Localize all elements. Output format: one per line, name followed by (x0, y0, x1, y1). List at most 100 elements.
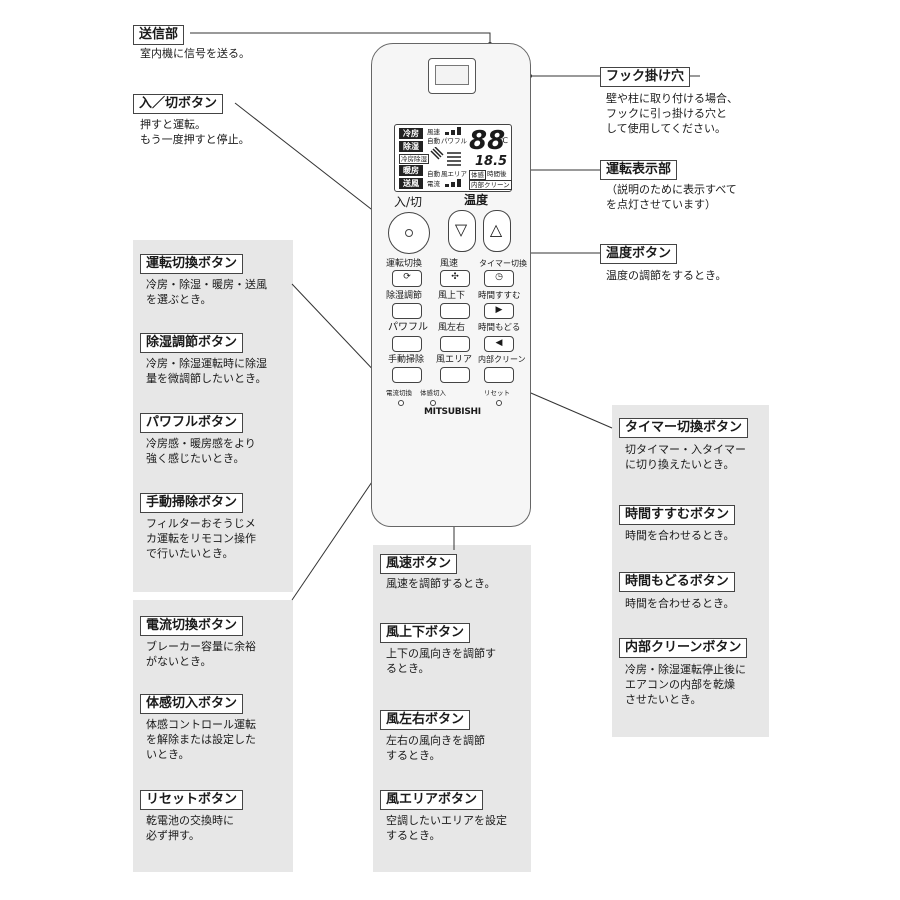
callout-title-power: 入／切ボタン (133, 94, 224, 114)
lcd-small-temp: 18.5 (475, 154, 508, 169)
taikan-hole[interactable] (430, 400, 436, 406)
fan-icon: ✣ (451, 272, 459, 282)
callout-title-leftright: 風左右ボタン (380, 710, 471, 730)
callout-title-hook: フック掛け穴 (600, 67, 691, 87)
callout-title-display: 運転表示部 (600, 160, 678, 180)
callout-desc-area: 空調したいエリアを設定 するとき。 (386, 814, 507, 842)
callout-title-transmitter: 送信部 (133, 25, 185, 45)
mode-label: 運転切換 (386, 259, 423, 269)
callout-desc-mode: 冷房・除湿・暖房・送風 を選ぶとき。 (146, 278, 267, 306)
fan-speed-button[interactable]: ✣ (440, 270, 470, 287)
callout-desc-inner-clean: 冷房・除湿運転停止後に エアコンの内部を乾燥 させたいとき。 (625, 663, 746, 706)
callout-desc-taikan: 体感コントロール運転 を解除または設定した いとき。 (146, 718, 256, 761)
callout-desc-reset: 乾電池の交換時に 必ず押す。 (146, 814, 234, 842)
callout-title-taikan: 体感切入ボタン (140, 694, 244, 714)
reset-hole[interactable] (496, 400, 502, 406)
lcd-auto: 自動 (427, 137, 440, 145)
play-right-icon: ▶ (495, 305, 503, 315)
manual-clean-button[interactable] (392, 367, 422, 383)
callout-title-manual-clean: 手動掃除ボタン (140, 493, 244, 513)
callout-desc-dehum: 冷房・除湿運転時に除湿 量を微調節したいとき。 (146, 357, 267, 385)
time-fwd-button[interactable]: ▶ (484, 303, 514, 319)
callout-desc-timer-switch: 切タイマー・入タイマー に切り換えたいとき。 (625, 443, 746, 471)
lcd-mode-dry: 除湿 (399, 141, 423, 152)
lcd-mode-fan: 送風 (399, 178, 423, 189)
callout-title-mode: 運転切換ボタン (140, 254, 244, 274)
lcd-unit: ℃ (499, 136, 508, 145)
power-label: 入/切 (394, 195, 423, 209)
brand-logo: MITSUBISHI (424, 407, 481, 417)
lcd-big-temp: 88 (469, 126, 506, 156)
leftright-label: 風左右 (438, 323, 466, 333)
callout-desc-time-back: 時間を合わせるとき。 (625, 597, 735, 610)
mode-button[interactable]: ⟳ (392, 270, 422, 287)
timer-switch-button[interactable]: ◷ (484, 270, 514, 287)
fan-bars-icon (445, 127, 465, 135)
timer-switch-label: タイマー切換 (479, 259, 527, 268)
lcd-box-clean: 内部クリーン (469, 180, 512, 190)
leftright-button[interactable] (440, 336, 470, 352)
cycle-icon: ⟳ (403, 272, 411, 282)
callout-title-time-fwd: 時間すすむボタン (619, 505, 736, 525)
lcd-timer: 時間後 (487, 170, 507, 178)
callout-title-reset: リセットボタン (140, 790, 244, 810)
current-bars-icon (445, 179, 465, 187)
powerful-button[interactable] (392, 336, 422, 352)
triangle-down-icon: ▽ (454, 220, 468, 239)
right-panel (612, 405, 769, 737)
lcd-mode-cool: 冷房 (399, 128, 423, 139)
lcd-current: 電流 (427, 180, 440, 188)
callout-title-timer-switch: タイマー切換ボタン (619, 418, 749, 438)
callout-title-powerful: パワフルボタン (140, 413, 244, 433)
callout-title-time-back: 時間もどるボタン (619, 572, 735, 592)
callout-title-inner-clean: 内部クリーンボタン (619, 638, 748, 658)
callout-title-dehum: 除湿調節ボタン (140, 333, 244, 353)
hook-hole (428, 58, 476, 94)
callout-desc-powerful: 冷房感・暖房感をより 強く感じたいとき。 (146, 437, 256, 465)
speed-label: 風速 (440, 259, 459, 269)
temp-down-button[interactable]: ▽ (448, 210, 476, 252)
airflow-icon (429, 146, 465, 169)
time-back-label: 時間もどる (478, 323, 521, 333)
dehum-label: 除湿調節 (386, 291, 423, 301)
callout-title-temp: 温度ボタン (600, 244, 678, 264)
updown-label: 風上下 (438, 291, 466, 301)
callout-desc-hook: 壁や柱に取り付ける場合、 フックに引っ掛ける穴と して使用してください。 (606, 92, 738, 135)
play-left-icon: ◀ (495, 338, 503, 348)
callout-title-updown: 風上下ボタン (380, 623, 471, 643)
updown-button[interactable] (440, 303, 470, 319)
current-switch-hole[interactable] (398, 400, 404, 406)
taikan-label: 体感切入 (420, 389, 446, 397)
callout-desc-leftright: 左右の風向きを調節 するとき。 (386, 734, 485, 762)
area-label: 風エリア (436, 355, 473, 365)
lcd-speed: 風速 (427, 128, 440, 136)
temp-up-button[interactable]: △ (483, 210, 511, 252)
callout-desc-temp: 温度の調節をするとき。 (606, 269, 727, 282)
callout-desc-fan-speed: 風速を調節するとき。 (386, 577, 496, 590)
time-back-button[interactable]: ◀ (484, 336, 514, 352)
current-switch-label: 電流切換 (386, 389, 412, 397)
time-fwd-label: 時間すすむ (478, 291, 521, 301)
inner-clean-button[interactable] (484, 367, 514, 383)
callout-desc-power: 押すと運転。 もう一度押すと停止。 (140, 118, 250, 146)
callout-title-current: 電流切換ボタン (140, 616, 244, 636)
dehum-button[interactable] (392, 303, 422, 319)
lcd-auto2: 自動 (427, 170, 440, 178)
lcd-display: 冷房 除湿 冷房除湿 暖房 送風 風速 自動 パワフル 自動 風エリア 電流 8… (394, 124, 512, 192)
powerful-label: パワフル (388, 322, 428, 333)
area-button[interactable] (440, 367, 470, 383)
triangle-up-icon: △ (489, 220, 503, 239)
reset-label: リセット (484, 389, 510, 397)
lcd-mode-heat: 暖房 (399, 165, 423, 176)
inner-clean-label: 内部クリーン (478, 355, 526, 364)
left-panel-bottom (133, 600, 293, 872)
remote-control: 冷房 除湿 冷房除湿 暖房 送風 風速 自動 パワフル 自動 風エリア 電流 8… (371, 43, 531, 527)
lcd-mode-sub: 冷房除湿 (399, 154, 429, 164)
power-button[interactable] (388, 212, 430, 254)
lcd-box-taikan: 体感 (469, 170, 486, 180)
clock-icon: ◷ (495, 272, 503, 282)
callout-desc-transmitter: 室内機に信号を送る。 (140, 47, 250, 60)
callout-desc-updown: 上下の風向きを調節す るとき。 (386, 647, 496, 675)
callout-desc-time-fwd: 時間を合わせるとき。 (625, 529, 735, 542)
lcd-powerful: パワフル (441, 137, 467, 145)
